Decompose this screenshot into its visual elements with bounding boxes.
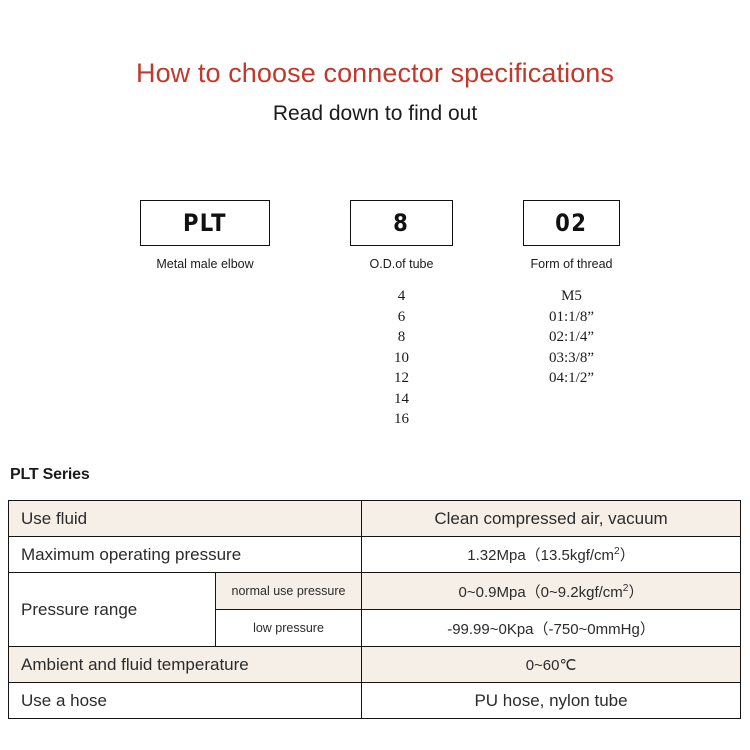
table-cell-label: Maximum operating pressure <box>7 536 363 573</box>
code-option: 12 <box>394 370 409 386</box>
code-box-thread: 02 <box>523 200 620 246</box>
code-column-thread: 02 Form of thread M5 01:1/8” 02:1/4” 03:3/8… <box>523 200 620 389</box>
code-options-thread: M5 01:1/8” 02:1/4” 03:3/8” 04:1/2” <box>523 286 620 389</box>
code-option: 02:1/4” <box>549 329 594 345</box>
table-cell-value: 0~60℃ <box>361 646 742 683</box>
code-option: 14 <box>394 390 409 407</box>
table-cell-label: Ambient and fluid temperature <box>7 646 363 683</box>
table-cell-label: Use fluid <box>7 500 363 537</box>
code-value-series: PLT <box>183 209 227 237</box>
table-cell-value: 1.32Mpa（13.5kgf/cm2） <box>361 536 742 573</box>
table-cell-value: -99.99~0Kpa（-750~0mmHg） <box>361 609 742 647</box>
code-column-tube: 8 O.D.of tube 4 6 8 10 12 14 16 <box>350 200 453 430</box>
code-option: 6 <box>397 308 406 325</box>
code-caption-thread: Form of thread <box>530 257 613 271</box>
code-options-tube: 4 6 8 10 12 14 16 <box>350 286 453 430</box>
page-title: How to choose connector specifications <box>135 58 615 88</box>
table-cell-sublabel: normal use pressure <box>214 572 363 610</box>
series-heading: PLT Series <box>10 466 90 483</box>
code-option: M5 <box>561 288 582 304</box>
table-cell-value: PU hose, nylon tube <box>361 682 742 719</box>
table-cell-value: 0~0.9Mpa（0~9.2kgf/cm2） <box>361 572 742 610</box>
table-cell-label: Use a hose <box>7 682 363 719</box>
code-caption-tube: O.D.of tube <box>369 257 434 271</box>
code-option: 10 <box>394 349 409 366</box>
code-box-series: PLT <box>140 200 270 246</box>
table-cell-label: Pressure range <box>8 572 216 647</box>
code-value-tube: 8 <box>393 209 410 237</box>
table-cell-value: Clean compressed air, vacuum <box>361 500 742 537</box>
code-option: 4 <box>397 288 406 304</box>
code-option: 8 <box>397 329 406 345</box>
code-box-tube: 8 <box>350 200 453 246</box>
code-breakdown-diagram: PLT Metal male elbow 8 O.D.of tube 4 6 8 10… <box>140 200 620 430</box>
table-cell-sublabel: low pressure <box>214 609 363 647</box>
page-subtitle: Read down to find out <box>272 102 478 125</box>
code-option: 16 <box>394 411 409 427</box>
table-row: low pressure-99.99~0Kpa（-750~0mmHg） <box>9 609 742 647</box>
code-column-series: PLT Metal male elbow <box>140 200 270 286</box>
code-option: 04:1/2” <box>549 370 594 386</box>
code-value-thread: 02 <box>555 209 588 237</box>
code-option: 01:1/8” <box>549 308 594 325</box>
code-option: 03:3/8” <box>549 349 594 366</box>
code-caption-series: Metal male elbow <box>156 257 254 271</box>
